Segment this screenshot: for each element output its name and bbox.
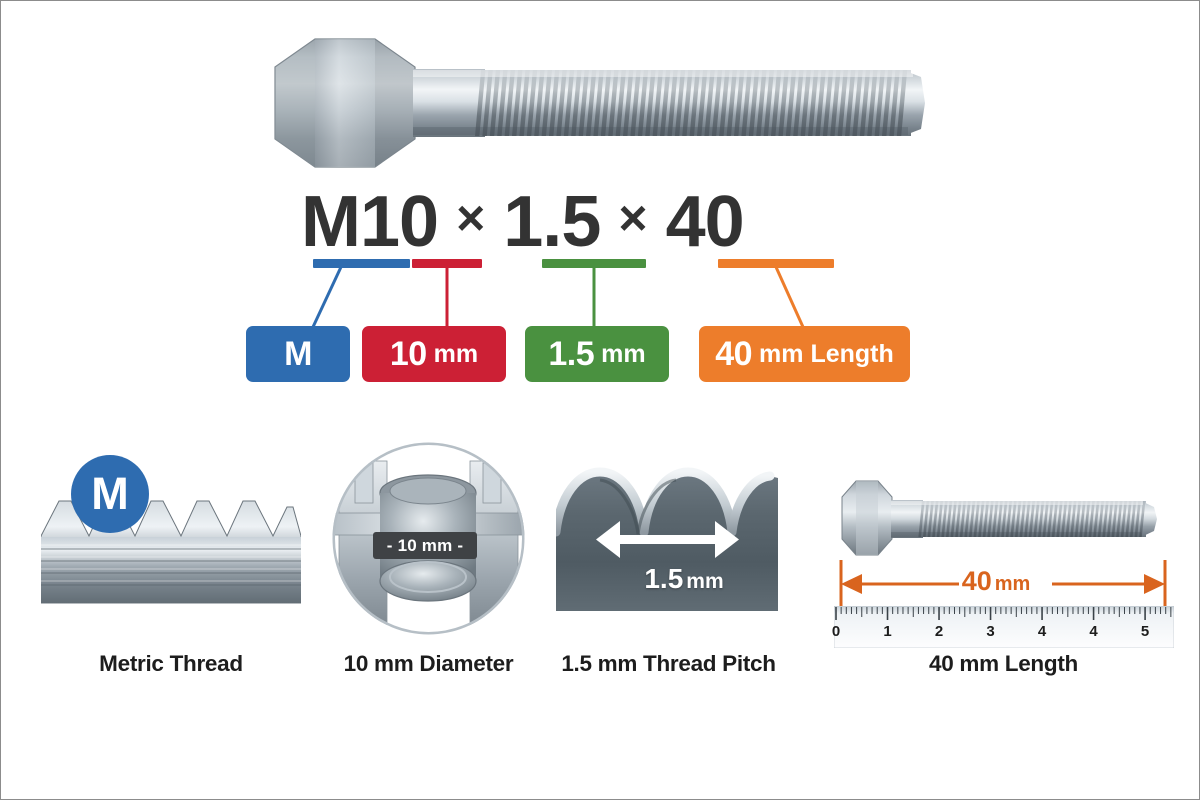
- chip-length-value: 40: [715, 334, 753, 373]
- ruler-illustration: [834, 606, 1174, 648]
- length-dimension-arrow: [839, 560, 1167, 608]
- ruler-tick-4: 4: [1037, 623, 1047, 640]
- hex-bolt-illustration: [274, 38, 925, 168]
- chip-prefix[interactable]: M: [246, 326, 350, 382]
- designation-prefix-diameter: M10: [301, 181, 439, 262]
- designation-separator-1: ×: [456, 189, 486, 246]
- underline-bar-prefix: [313, 259, 410, 268]
- chip-pitch-unit: mm: [601, 339, 646, 368]
- pitch-measurement-value: 1.5: [644, 563, 684, 594]
- ruler-tick-6: 5: [1140, 623, 1150, 640]
- underline-bar-pitch: [542, 259, 646, 268]
- caption-pitch: 1.5 mm Thread Pitch: [561, 651, 776, 676]
- chip-length[interactable]: 40 mm Length: [699, 326, 910, 382]
- pitch-measurement-unit: mm: [686, 570, 724, 593]
- chip-pitch-value: 1.5: [548, 334, 595, 373]
- chip-diameter-unit: mm: [433, 339, 479, 368]
- designation-length: 40: [665, 181, 745, 262]
- ruler-tick-3: 3: [986, 623, 995, 640]
- chip-prefix-value: M: [284, 334, 312, 373]
- ruler-tick-5: 4: [1089, 623, 1098, 640]
- ruler-tick-2: 2: [934, 623, 944, 640]
- length-measurement-value: 40: [961, 566, 992, 596]
- chip-diameter[interactable]: 10 mm: [362, 326, 506, 382]
- ruler-tick-0: 0: [831, 623, 841, 640]
- caption-length: 40 mm Length: [929, 651, 1078, 676]
- panel-length-bolt-illustration: [841, 480, 1157, 556]
- caption-diameter: 10 mm Diameter: [343, 651, 514, 676]
- metric-m-badge-label: M: [91, 468, 129, 519]
- caption-metric-thread: Metric Thread: [99, 651, 243, 676]
- caliper-measurement-tag: - 10 mm -: [373, 532, 477, 559]
- ruler-tick-1: 1: [883, 623, 892, 640]
- panel-pitch-illustration: [556, 467, 778, 611]
- designation-separator-2: ×: [618, 189, 648, 246]
- underline-bar-diameter: [412, 259, 482, 268]
- caliper-measurement-text: - 10 mm -: [386, 535, 464, 555]
- chip-pitch[interactable]: 1.5 mm: [525, 326, 669, 382]
- designation-pitch: 1.5: [503, 181, 601, 262]
- chip-length-unit: mm Length: [759, 339, 894, 368]
- underline-bar-length: [718, 259, 834, 268]
- designation-title: M10 × 1.5 × 40: [301, 184, 941, 259]
- length-measurement-unit: mm: [994, 573, 1031, 595]
- chip-diameter-value: 10: [389, 334, 427, 373]
- metric-m-badge: M: [71, 455, 149, 533]
